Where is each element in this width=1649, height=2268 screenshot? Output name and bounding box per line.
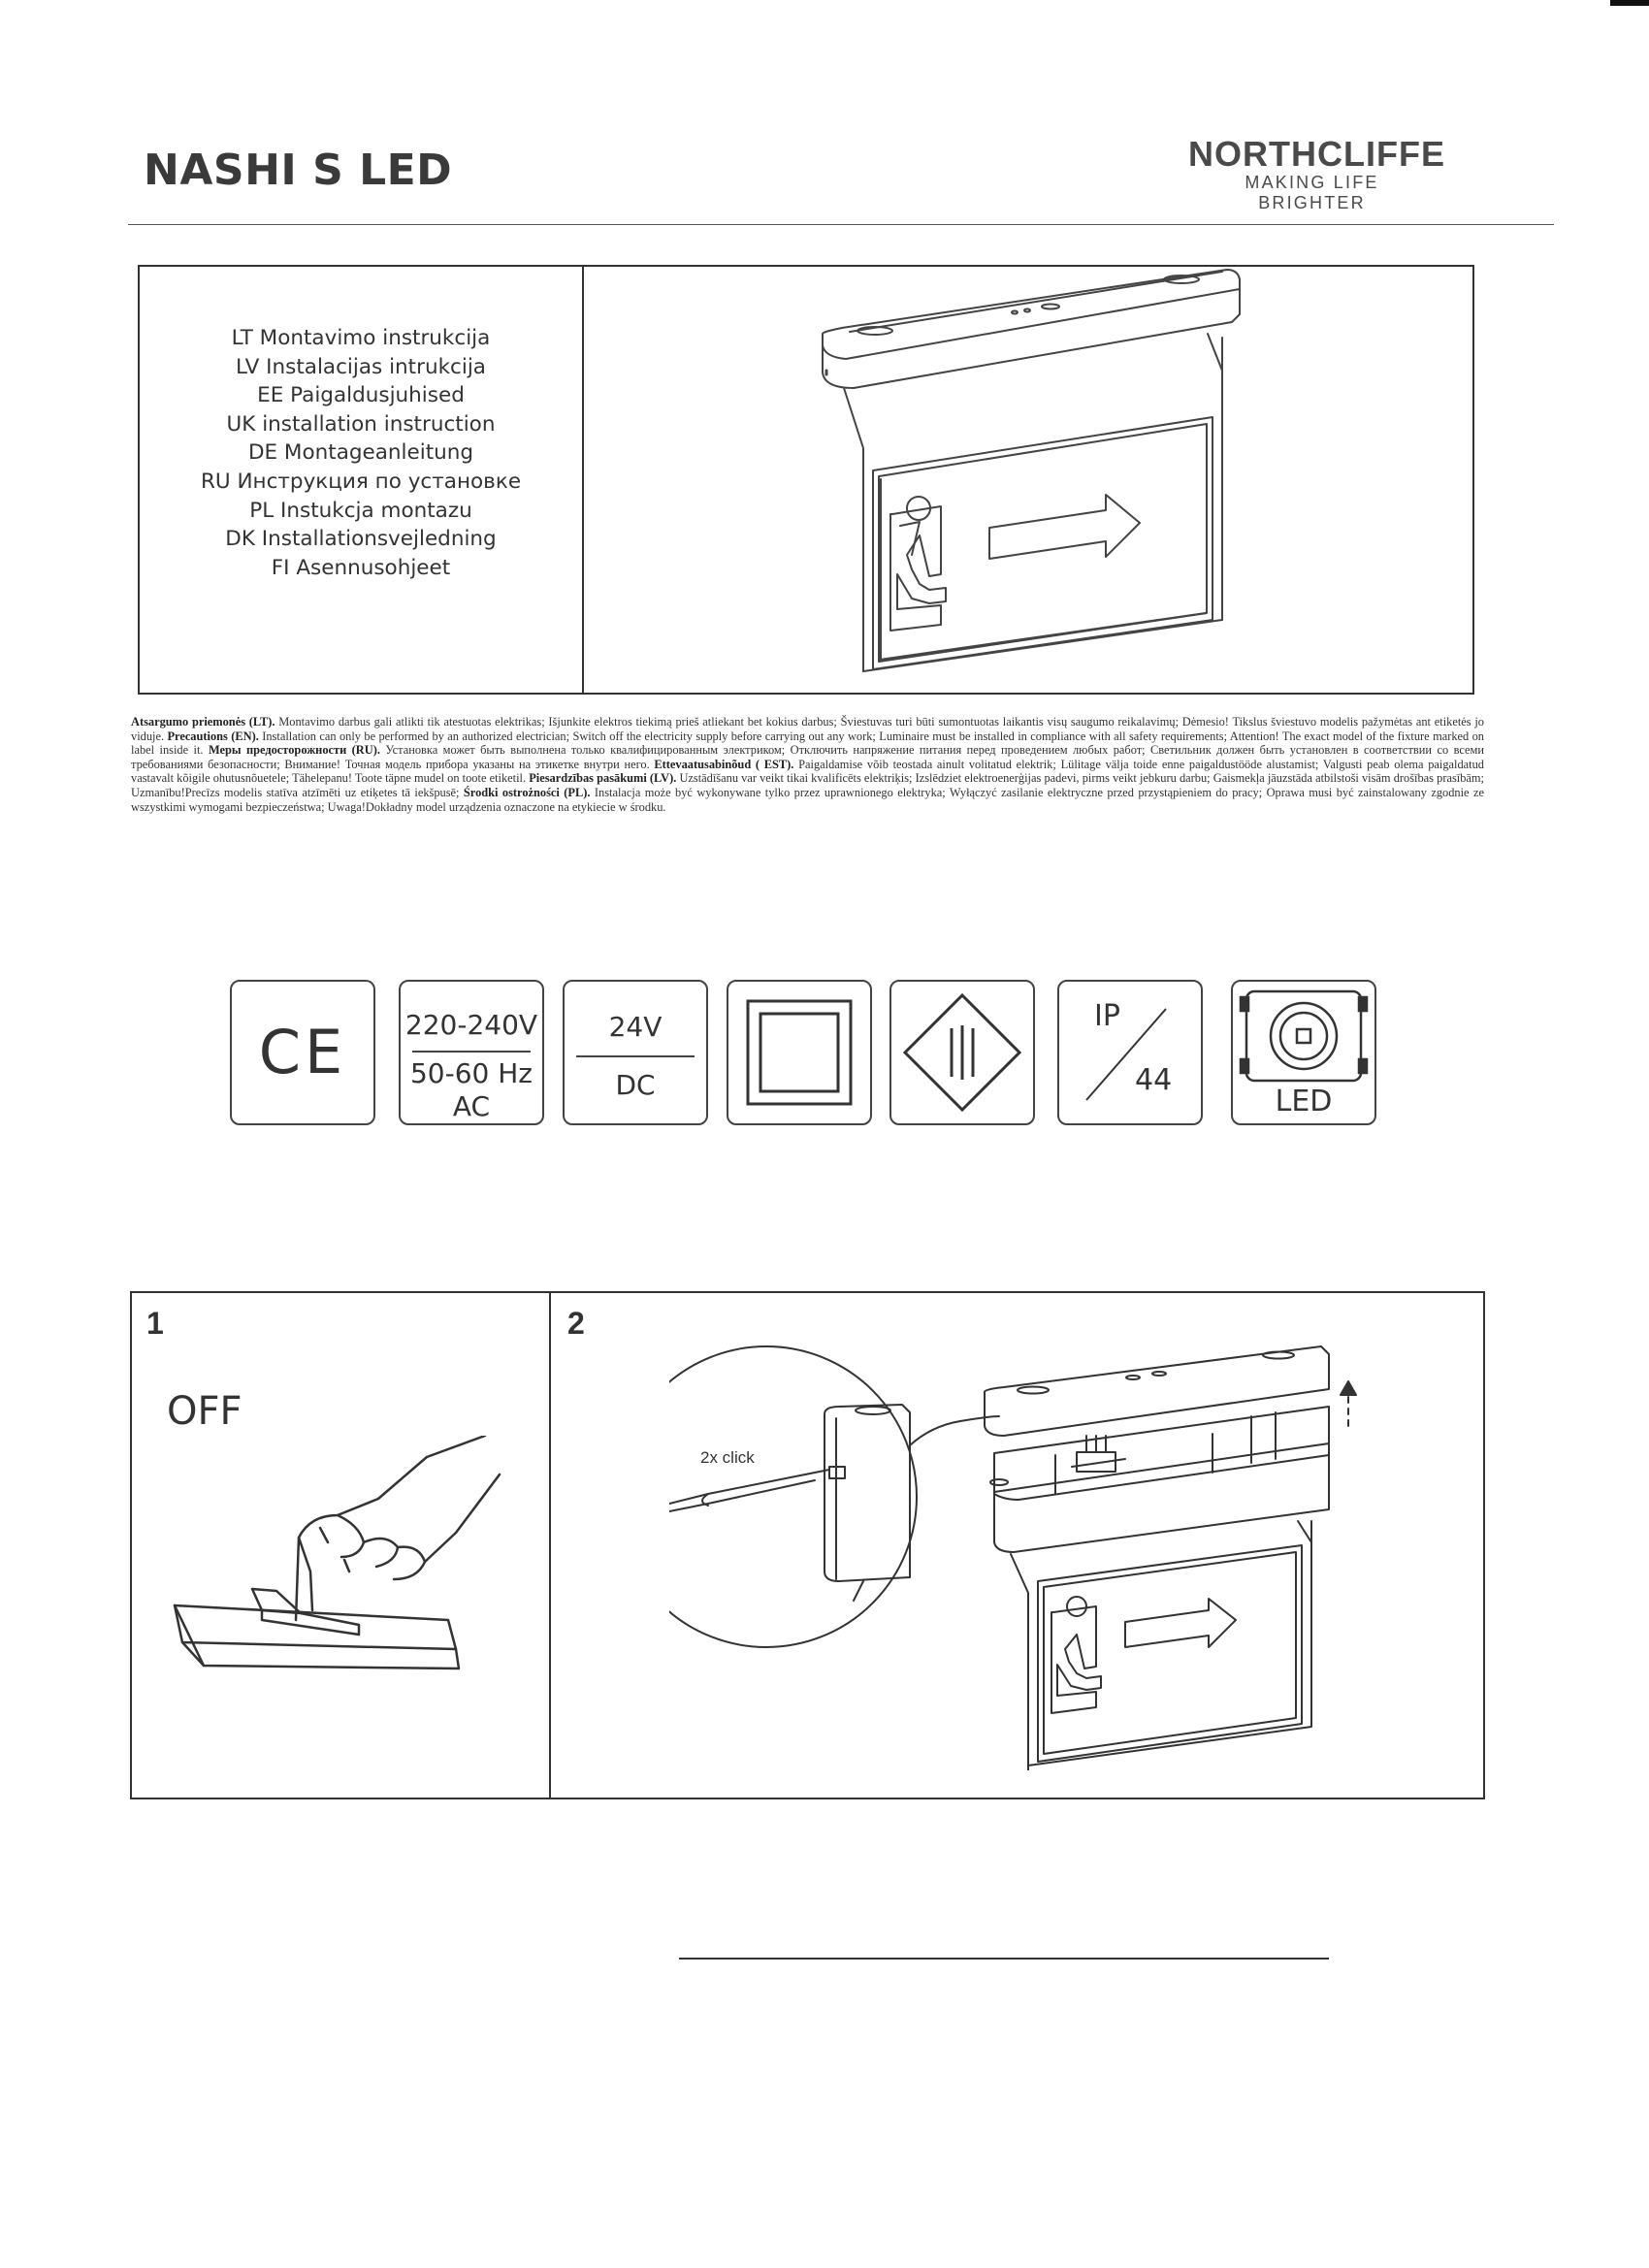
precautions-body-pl: Instalacja może być wykonywane tylko prz… [131, 785, 1484, 814]
language-list: LT Montavimo instrukcija LV Instalacijas… [140, 324, 582, 582]
language-item: LV Instalacijas intrukcija [236, 354, 486, 379]
brand-tagline: MAKING LIFE BRIGHTER [1245, 173, 1379, 212]
precautions-body-lt: Montavimo darbus gali atlikti tik atestu… [131, 715, 1484, 743]
language-item: EE Paigaldusjuhised [257, 383, 465, 408]
precautions-heading-pl: Środki ostrożności (PL). [463, 785, 591, 799]
precautions-body-est: Paigaldamise võib teostada ainult volita… [131, 757, 1485, 786]
precautions-heading-est: Ettevaatusabinõud ( EST). [654, 757, 794, 771]
dc-voltage-label: 24V [608, 1011, 663, 1043]
led-chip-icon: LED [1231, 980, 1376, 1125]
intro-panel [138, 265, 1474, 695]
language-item: PL Instukcja montazu [249, 498, 472, 523]
dc-divider [576, 1055, 695, 1057]
exit-sign-luminaire-drawing [822, 269, 1241, 672]
precautions-heading-lt: Atsargumo priemonės (LT). [131, 715, 275, 729]
mains-frequency-label: 50-60 Hz [409, 1057, 533, 1089]
step-number: 1 [146, 1306, 164, 1341]
ce-mark-label: CE [258, 1017, 347, 1087]
mains-voltage-icon: 220-240V 50-60 Hz AC [399, 980, 544, 1125]
step-number: 2 [567, 1306, 585, 1341]
ip-rating-icon: IP 44 [1057, 980, 1203, 1125]
precautions-heading-ru: Меры предосторожности (RU). [208, 743, 380, 758]
switch-off-hand-icon [173, 1436, 501, 1670]
language-item: LT Montavimo instrukcija [231, 326, 491, 350]
language-item: RU Инструкция по установке [200, 469, 522, 494]
footer-divider [679, 1958, 1329, 1960]
dc-current-label: DC [615, 1069, 656, 1101]
mains-divider [412, 1051, 531, 1053]
led-label: LED [1275, 1085, 1333, 1118]
class-iii-icon [889, 980, 1035, 1125]
precautions-body-ru: Установка может быть выполнена только кв… [131, 743, 1484, 771]
precautions-body-lv: Uzstādīšanu var veikt tikai kvalificēts … [131, 771, 1484, 799]
precautions-body-en: Installation can only be performed by an… [131, 729, 1485, 758]
dc-voltage-icon: 24V DC [563, 980, 708, 1125]
ip-prefix-label: IP [1094, 999, 1120, 1033]
scan-edge-mark [1610, 0, 1649, 6]
page-title: NASHI S LED [144, 146, 453, 195]
header-divider [128, 224, 1554, 225]
steps-panel [130, 1291, 1485, 1799]
click-instruction-label: 2x click [700, 1448, 755, 1467]
ip-value-label: 44 [1135, 1063, 1173, 1097]
language-item: DK Installationsvejledning [225, 527, 497, 552]
screwdriver-click-icon [669, 1345, 1357, 1770]
intro-panel-divider [582, 265, 584, 695]
precautions-heading-lv: Piesardzības pasākumi (LV). [529, 771, 677, 786]
ce-mark-icon: CE [230, 980, 375, 1125]
double-insulation-icon [727, 980, 872, 1125]
brand-logo-name: NORTHCLIFFE [1188, 134, 1445, 174]
language-item: DE Montageanleitung [247, 440, 474, 466]
language-item: UK installation instruction [226, 411, 496, 437]
language-item: FI Asennusohjeet [271, 555, 451, 580]
mains-current-label: AC [452, 1090, 491, 1122]
mains-voltage-label: 220-240V [404, 1009, 538, 1041]
precautions-heading-en: Precautions (EN). [167, 729, 259, 743]
steps-panel-divider [549, 1291, 551, 1799]
switch-off-label: OFF [167, 1389, 242, 1434]
precautions-text: Atsargumo priemonės (LT). Montavimo darb… [131, 715, 1484, 814]
